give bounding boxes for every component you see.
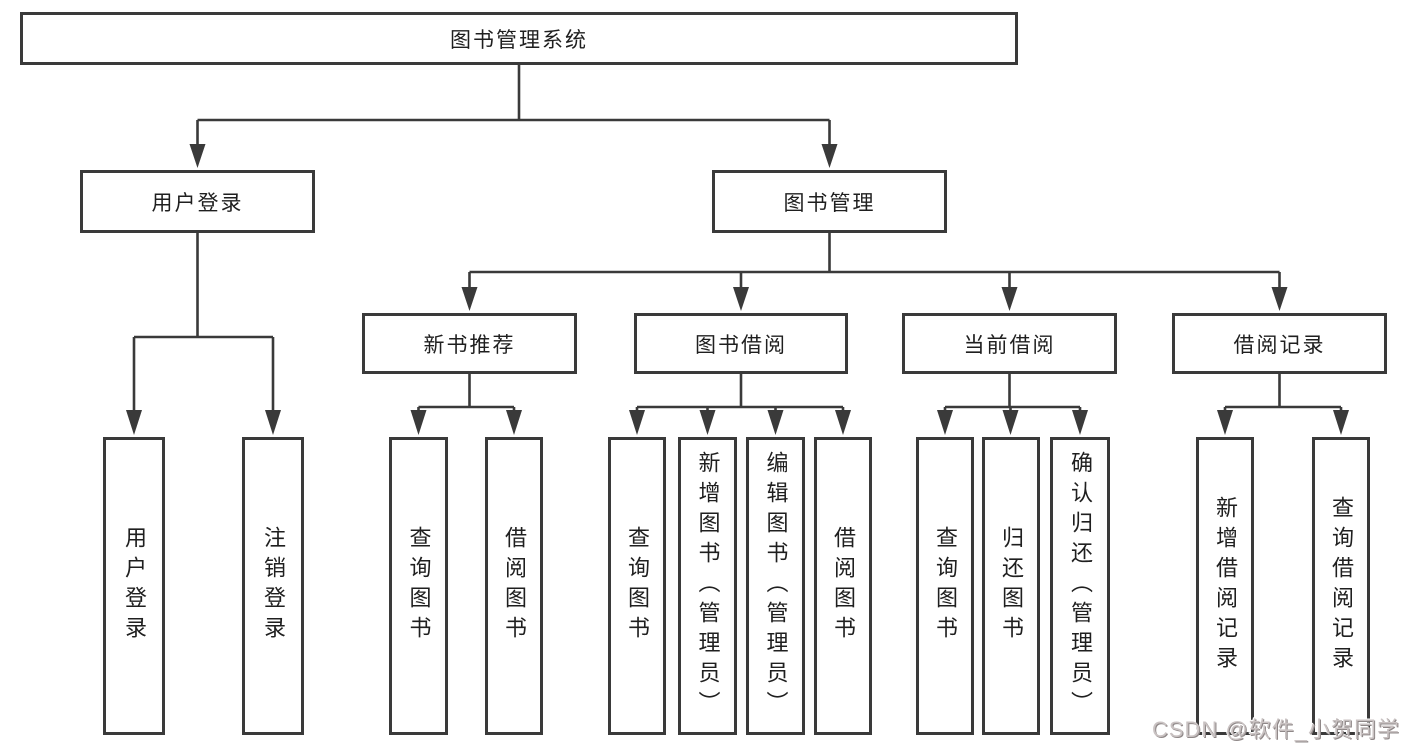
leaf-borrow-books-1: 借阅图书 xyxy=(485,437,543,735)
node-label: 图书借阅 xyxy=(695,333,787,357)
leaf-query-books-1: 查询图书 xyxy=(389,437,448,735)
node-label: 查询图书 xyxy=(406,526,432,646)
connector-borrow-records-to-leaves xyxy=(1223,374,1343,412)
node-label: 用户登录 xyxy=(122,526,147,646)
node-borrow-records: 借阅记录 xyxy=(1172,313,1387,374)
connector-user-login-to-leaves xyxy=(132,233,275,412)
node-label: 查询图书 xyxy=(933,526,958,646)
leaf-return-books: 归还图书 xyxy=(982,437,1040,735)
node-label: 新增借阅记录 xyxy=(1213,496,1238,676)
node-label: 查询图书 xyxy=(625,526,650,646)
node-new-book-recommend: 新书推荐 xyxy=(362,313,577,374)
node-label: 图书管理系统 xyxy=(450,28,588,52)
node-label: 借阅图书 xyxy=(502,526,527,646)
connector-root-to-level2 xyxy=(196,65,831,146)
node-current-borrowing: 当前借阅 xyxy=(902,313,1117,374)
node-label: 新增图书（管理员） xyxy=(695,451,721,721)
arrowheads xyxy=(126,144,1349,435)
leaf-query-books-3: 查询图书 xyxy=(916,437,974,735)
leaf-edit-books-admin: 编辑图书（管理员） xyxy=(746,437,805,735)
leaf-borrow-books-2: 借阅图书 xyxy=(814,437,872,735)
node-label: 当前借阅 xyxy=(963,333,1056,357)
node-label: 借阅记录 xyxy=(1233,333,1326,357)
node-book-management: 图书管理 xyxy=(712,170,947,233)
node-label: 归还图书 xyxy=(999,526,1024,646)
connector-book-borrow-to-leaves xyxy=(635,374,845,412)
leaf-logout: 注销登录 xyxy=(242,437,304,735)
leaf-query-borrow-record: 查询借阅记录 xyxy=(1312,437,1370,735)
node-book-borrowing: 图书借阅 xyxy=(634,313,848,374)
node-label: 图书管理 xyxy=(783,191,876,215)
node-label: 新书推荐 xyxy=(423,333,516,357)
node-label: 用户登录 xyxy=(151,191,244,215)
connector-new-book-rec-to-leaves xyxy=(417,374,516,412)
leaf-user-login: 用户登录 xyxy=(103,437,165,735)
leaf-confirm-return-admin: 确认归还（管理员） xyxy=(1050,437,1110,735)
node-label: 确认归还（管理员） xyxy=(1068,451,1093,721)
node-label: 编辑图书（管理员） xyxy=(763,451,789,721)
connector-book-mgmt-to-level3 xyxy=(468,233,1281,289)
node-library-management-system: 图书管理系统 xyxy=(20,12,1018,65)
leaf-query-books-2: 查询图书 xyxy=(608,437,666,735)
node-label: 借阅图书 xyxy=(831,526,856,646)
node-user-login: 用户登录 xyxy=(80,170,315,233)
connector-current-borrow-to-leaves xyxy=(943,374,1082,412)
node-label: 查询借阅记录 xyxy=(1329,496,1354,676)
node-label: 注销登录 xyxy=(261,526,286,646)
leaf-add-books-admin: 新增图书（管理员） xyxy=(678,437,737,735)
leaf-add-borrow-record: 新增借阅记录 xyxy=(1196,437,1254,735)
